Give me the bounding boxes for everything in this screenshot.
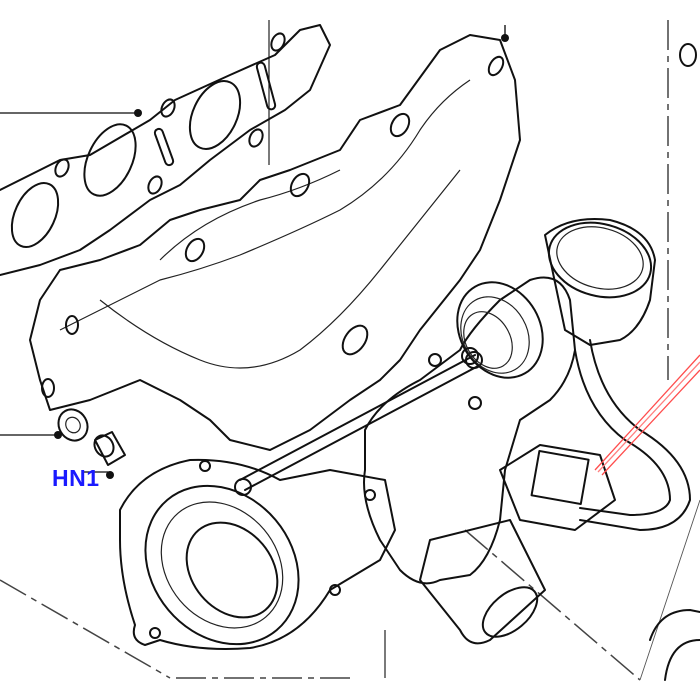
oil-pipe-and-solenoid [499,43,700,681]
stud-and-nut [0,408,126,479]
callout-label-hn1: HN1 [52,465,100,491]
turbo-outlet-flange [119,458,396,650]
exhaust-manifold-gasket [0,24,331,276]
construction-lines [0,20,700,681]
wastegate-actuator-rod [234,351,483,496]
red-leader-lines [594,354,700,476]
exhaust-manifold [29,34,521,451]
turbocharger [363,218,656,645]
